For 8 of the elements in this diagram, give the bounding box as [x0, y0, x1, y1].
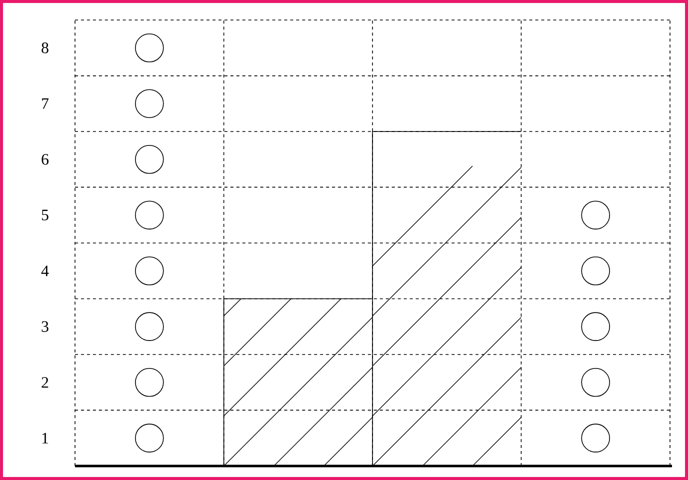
row-number: 1 [42, 432, 48, 444]
row-number: 6 [42, 154, 49, 165]
row-number: 5 [42, 210, 48, 220]
row-number: 3 [42, 321, 48, 332]
row-number: 2 [42, 377, 48, 388]
row-number: 7 [42, 98, 49, 109]
row-number: 8 [42, 42, 48, 54]
row-number: 4 [41, 266, 49, 276]
